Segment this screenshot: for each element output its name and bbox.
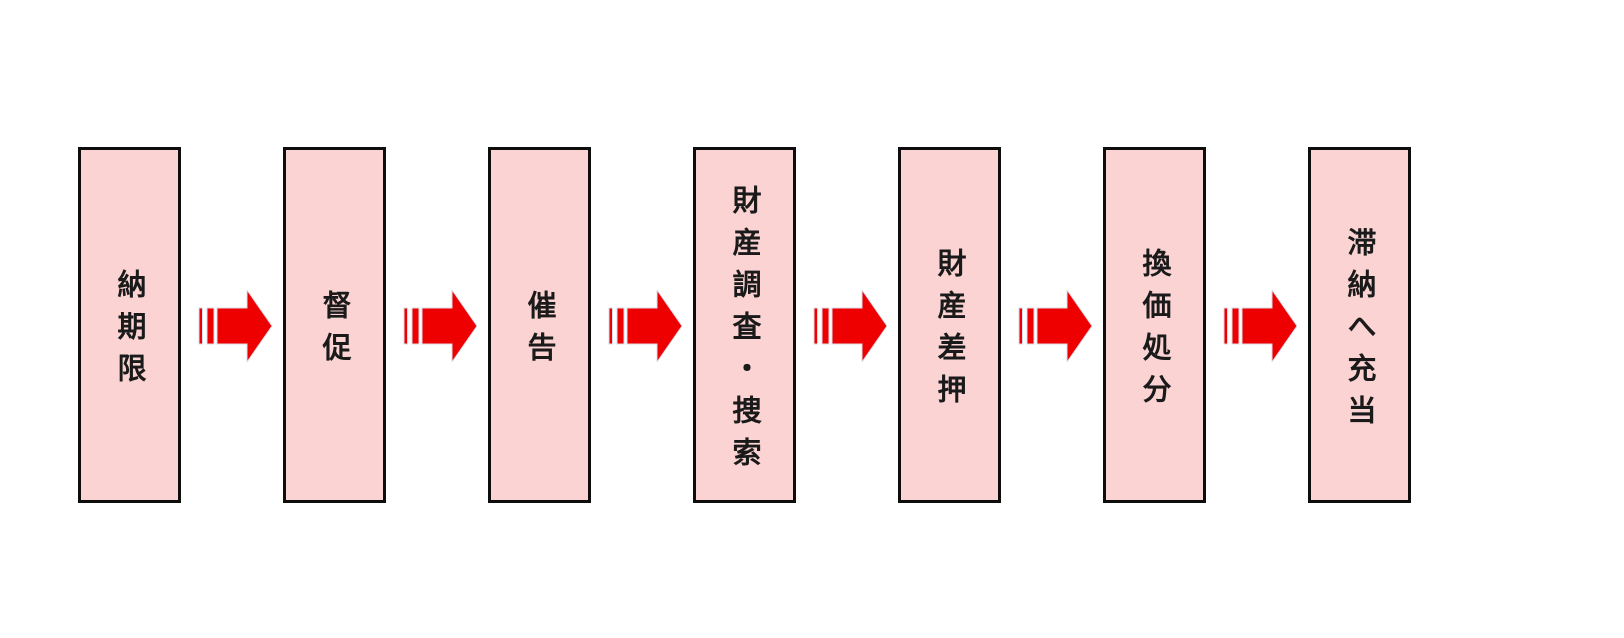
striped-right-arrow-icon <box>608 290 682 362</box>
step-label: 財産調査・捜索 <box>728 184 762 479</box>
step-label: 納期限 <box>113 268 147 395</box>
step-box-property-seizure: 財産差押 <box>898 147 1001 503</box>
step-box-apply-to-arrears: 滞納へ充当 <box>1308 147 1411 503</box>
step-box-conversion-disposal: 換価処分 <box>1103 147 1206 503</box>
striped-right-arrow-icon <box>1018 290 1092 362</box>
step-box-notice: 催告 <box>488 147 591 503</box>
step-label: 財産差押 <box>933 247 967 416</box>
step-label: 滞納へ充当 <box>1343 226 1377 437</box>
step-label: 督促 <box>318 289 352 374</box>
step-box-property-investigation: 財産調査・捜索 <box>693 147 796 503</box>
step-box-demand: 督促 <box>283 147 386 503</box>
step-label: 換価処分 <box>1138 247 1172 416</box>
striped-right-arrow-icon <box>198 290 272 362</box>
striped-right-arrow-icon <box>1223 290 1297 362</box>
striped-right-arrow-icon <box>403 290 477 362</box>
striped-right-arrow-icon <box>813 290 887 362</box>
step-box-payment-deadline: 納期限 <box>78 147 181 503</box>
step-label: 催告 <box>523 289 557 374</box>
